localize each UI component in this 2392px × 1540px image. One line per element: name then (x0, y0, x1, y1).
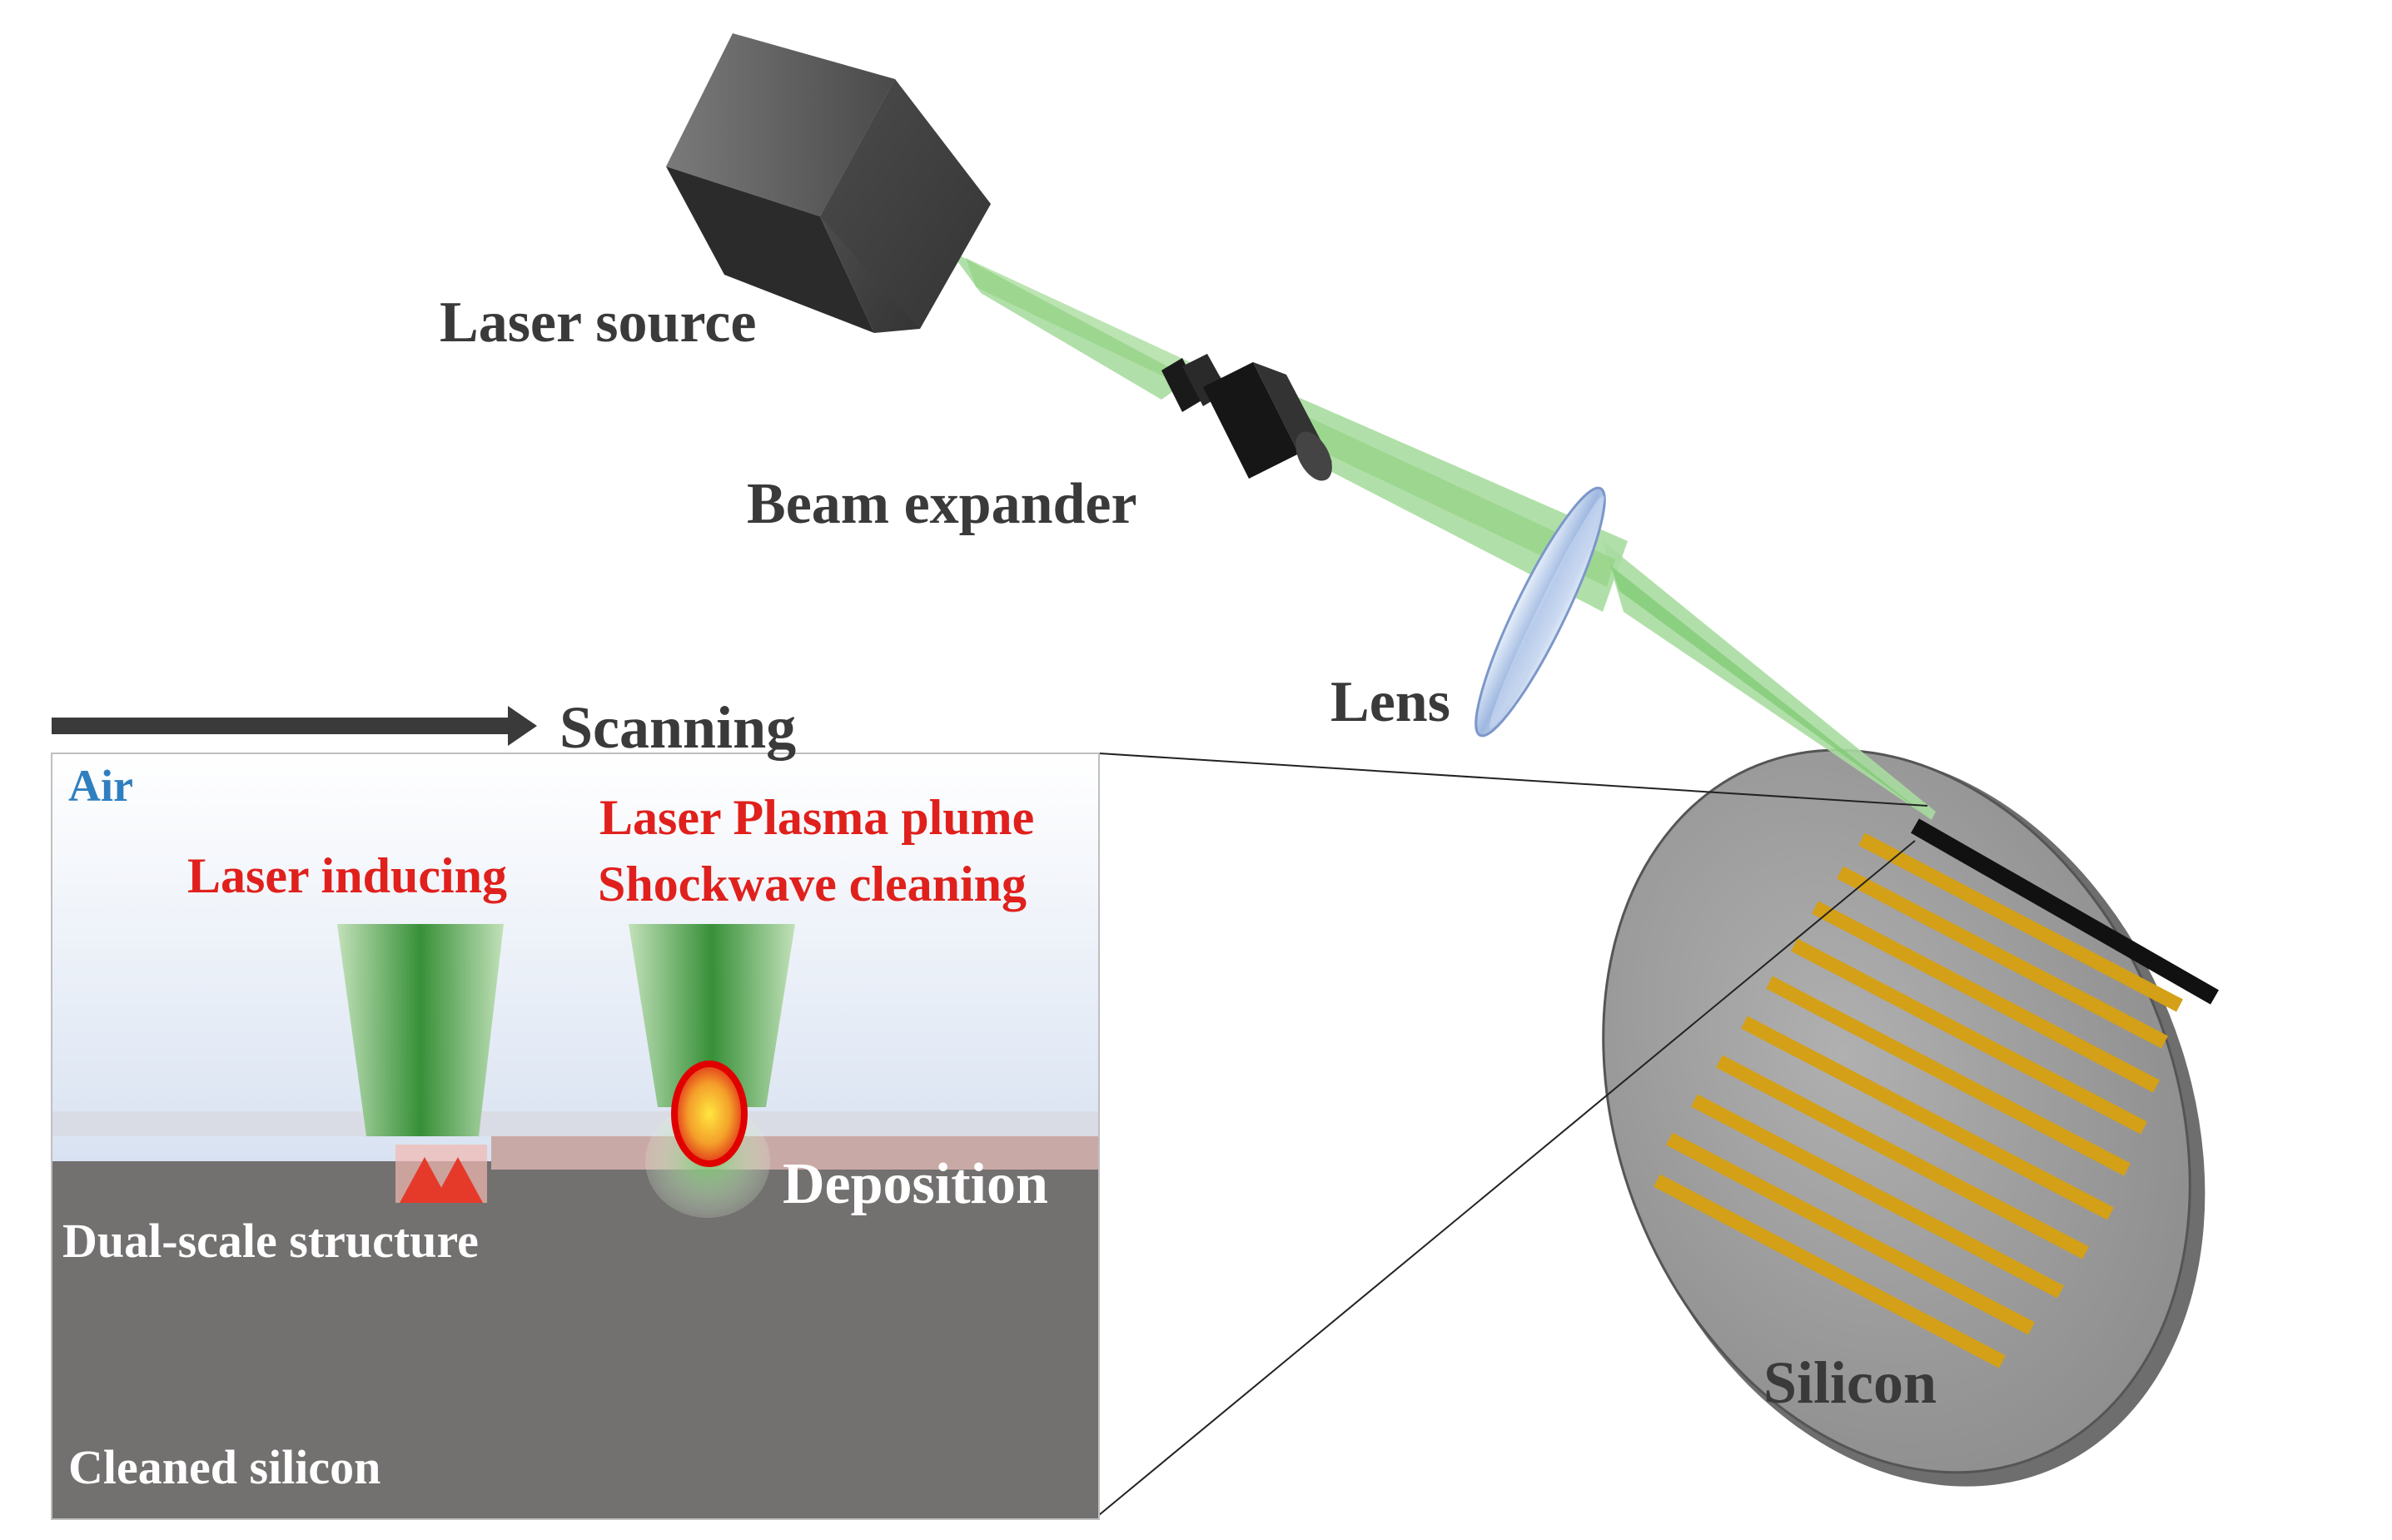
arrow-right-icon (52, 706, 537, 746)
label-laser-inducing: Laser inducing (187, 848, 507, 903)
laser-box-icon (666, 33, 991, 333)
label-scanning: Scanning (559, 694, 796, 761)
lens-icon (1474, 486, 1606, 738)
label-air: Air (68, 761, 133, 811)
label-beam-expander: Beam expander (747, 472, 1137, 536)
laser-cone-inducing (337, 924, 504, 1136)
cross-section-inset (51, 753, 1100, 1520)
label-lens: Lens (1330, 670, 1450, 734)
label-laser-source: Laser source (440, 291, 756, 355)
label-silicon: Silicon (1763, 1349, 1937, 1416)
beam-expander-icon (1161, 354, 1332, 481)
label-dual-scale-structure: Dual-scale structure (62, 1214, 479, 1268)
wafer-stripes (1654, 832, 2183, 1369)
scanned-track (1911, 818, 2219, 1005)
label-shockwave-cleaning: Shockwave cleaning (598, 857, 1027, 912)
zoom-lines (1098, 753, 1928, 1516)
heated-zone (395, 1145, 487, 1203)
laser-cone-plasma (629, 924, 795, 1218)
dual-scale-structure (52, 1161, 408, 1203)
label-deposition: Deposition (783, 1152, 1048, 1216)
label-plasma-plume: Laser Plasma plume (599, 790, 1034, 845)
label-cleaned-silicon: Cleaned silicon (68, 1440, 380, 1494)
